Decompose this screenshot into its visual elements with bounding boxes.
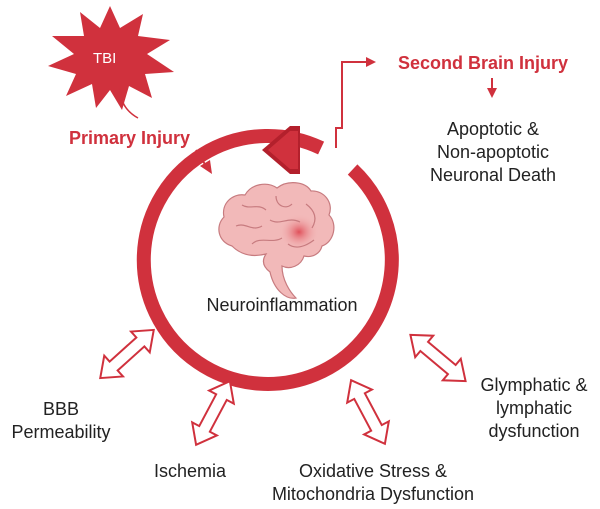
neuroinflammation-label: Neuroinflammation [206, 295, 358, 315]
tbi-label: TBI [93, 50, 117, 67]
bbb-double-arrow [99, 328, 155, 380]
oxidative-double-arrow [345, 378, 391, 446]
second-injury-branch-arrow [335, 57, 376, 148]
brain-icon [218, 182, 335, 299]
oxidative-stress-label: Oxidative Stress & Mitochondria Dysfunct… [271, 461, 475, 504]
neuroinflammation-cycle-ring [136, 128, 399, 391]
ischemia-double-arrow [190, 379, 236, 447]
glymphatic-double-arrow [409, 333, 467, 383]
second-to-death-arrow [487, 78, 497, 98]
primary-injury-label: Primary Injury [69, 128, 191, 148]
burst-connector [119, 87, 139, 119]
cycle-direction-arrowhead [262, 126, 300, 174]
ischemia-label: Ischemia [153, 461, 227, 481]
bbb-permeability-label: BBB Permeability [11, 399, 111, 442]
glymphatic-label: Glymphatic & lymphatic dysfunction [480, 375, 588, 441]
tbi-burst-icon [48, 6, 174, 110]
neuronal-death-label: Apoptotic & Non-apoptotic Neuronal Death [429, 119, 557, 185]
second-brain-injury-label: Second Brain Injury [398, 53, 569, 73]
